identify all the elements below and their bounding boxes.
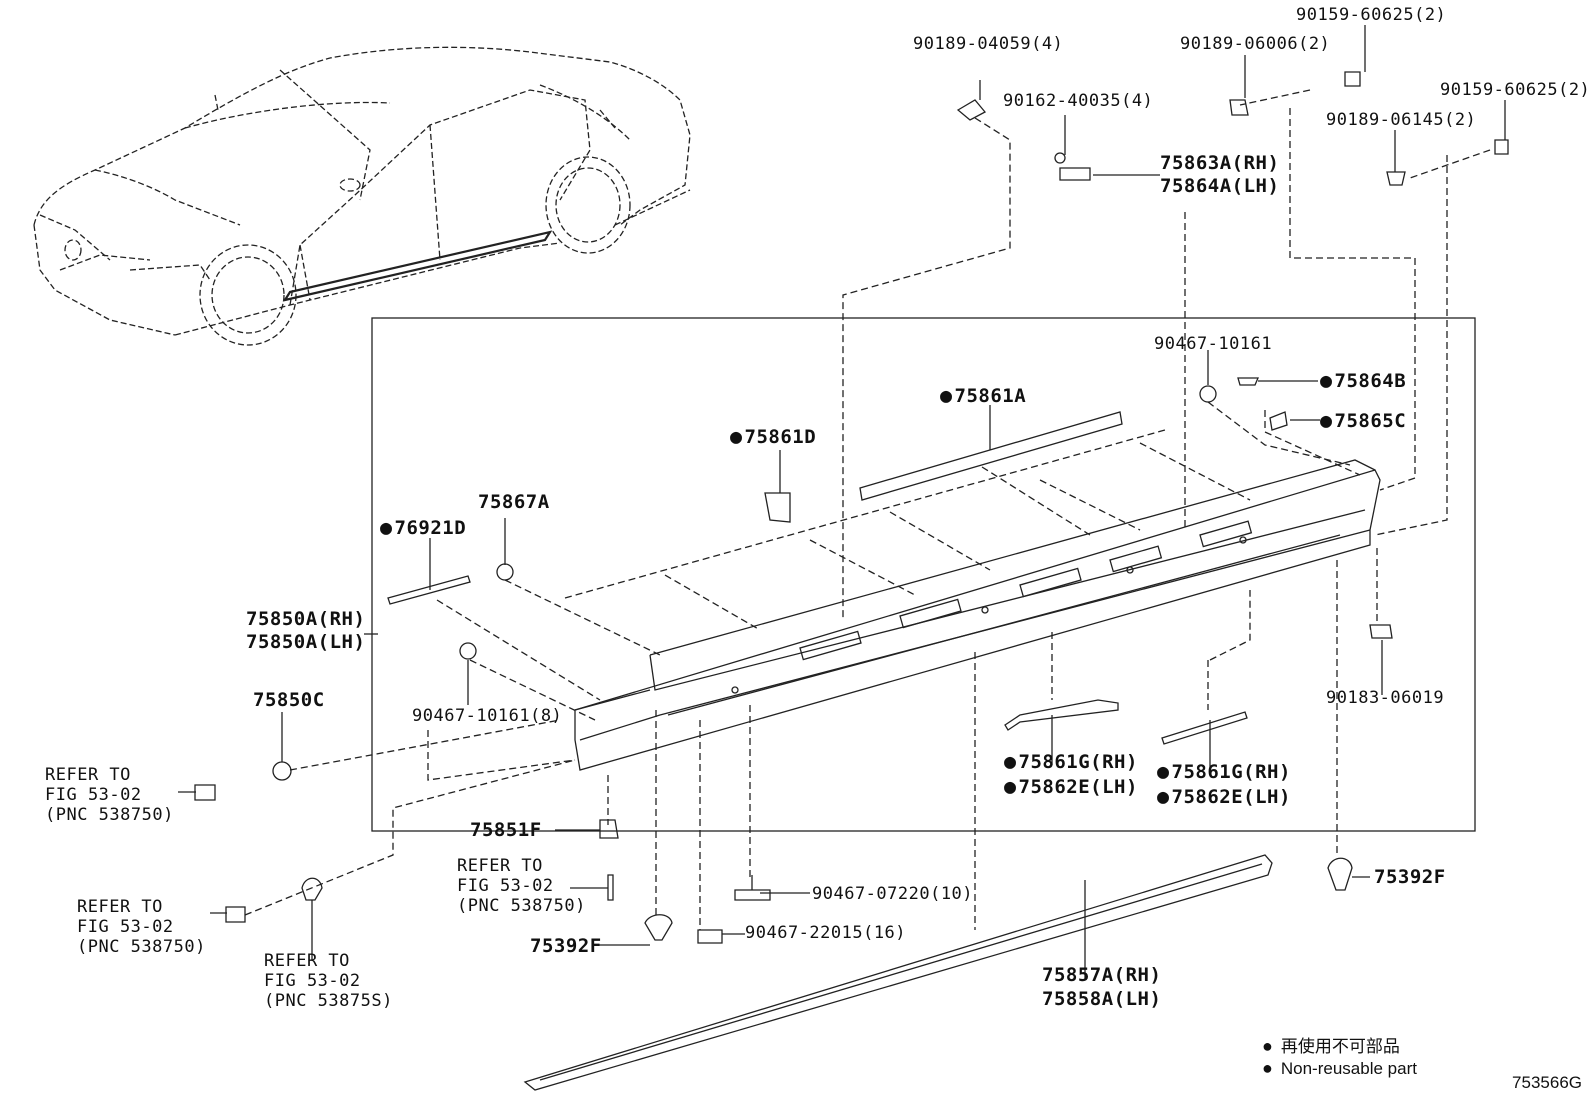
- label-75392F-right: 75392F: [1374, 866, 1446, 888]
- label-refer3-line1: REFER TO: [77, 897, 163, 917]
- label-90189-06006: 90189-06006(2): [1180, 34, 1331, 54]
- legend-en: ● Non-reusable part: [1262, 1058, 1417, 1079]
- leader-lines: [244, 89, 1491, 930]
- label-75860A-lh: 75850A(LH): [246, 631, 366, 653]
- label-75862E-lh-a: 75862E(LH): [1004, 775, 1138, 798]
- label-75861A: 75861A: [940, 384, 1026, 407]
- label-refer1-line2: FIG 53-02: [45, 785, 142, 805]
- label-90189-04059: 90189-04059(4): [913, 34, 1064, 54]
- label-90467-10161-8: 90467-10161(8): [412, 706, 563, 726]
- label-refer3-line2: FIG 53-02: [77, 917, 174, 937]
- label-75863A: 75863A(RH): [1160, 152, 1280, 174]
- label-refer4-line1: REFER TO: [264, 951, 350, 971]
- label-75861G-rh-b: 75861G(RH): [1157, 760, 1291, 783]
- legend-bullet-icon: ●: [1262, 1036, 1273, 1056]
- label-75858A-lh: 75858A(LH): [1042, 988, 1162, 1010]
- label-leaders: [178, 25, 1506, 980]
- label-90159-60625-right: 90159-60625(2): [1440, 80, 1591, 100]
- strip-75861A: [859, 411, 1123, 501]
- label-90467-07220: 90467-07220(10): [812, 884, 974, 904]
- label-refer2-line3: (PNC 538750): [457, 896, 586, 916]
- label-90467-22015: 90467-22015(16): [745, 923, 907, 943]
- lower-garnish: [523, 854, 1273, 1091]
- label-75864A: 75864A(LH): [1160, 175, 1280, 197]
- label-75867A: 75867A: [478, 491, 550, 513]
- legend-bullet-icon: ●: [1262, 1058, 1273, 1078]
- label-90467-10161: 90467-10161: [1154, 334, 1273, 354]
- label-75865C: 75865C: [1320, 409, 1406, 432]
- strip-75861G-b: [1161, 711, 1248, 745]
- fasteners: [194, 71, 1509, 944]
- label-75864B: 75864B: [1320, 369, 1406, 392]
- label-75851F: 75851F: [470, 819, 542, 841]
- label-75850C: 75850C: [253, 689, 325, 711]
- label-75850A-rh: 75850A(RH): [246, 608, 366, 630]
- label-refer4-line3: (PNC 53875S): [264, 991, 393, 1011]
- label-90159-60625-top: 90159-60625(2): [1296, 5, 1447, 25]
- car-illustration: [33, 46, 691, 346]
- label-refer2-line2: FIG 53-02: [457, 876, 554, 896]
- label-refer3-line3: (PNC 538750): [77, 937, 206, 957]
- label-90183-06019: 90183-06019: [1326, 688, 1445, 708]
- car-sill-highlight: [282, 230, 553, 302]
- label-refer1-line1: REFER TO: [45, 765, 131, 785]
- rocker-panel: [574, 459, 1381, 771]
- label-90162-40035: 90162-40035(4): [1003, 91, 1154, 111]
- label-refer4-line2: FIG 53-02: [264, 971, 361, 991]
- label-90189-06145: 90189-06145(2): [1326, 110, 1477, 130]
- label-76921D: 76921D: [380, 516, 466, 539]
- label-75862E-lh-b: 75862E(LH): [1157, 785, 1291, 808]
- figure-code: 753566G: [1512, 1073, 1582, 1092]
- label-75861D: 75861D: [730, 425, 816, 448]
- legend-en-text: Non-reusable part: [1280, 1059, 1417, 1078]
- strip-75861G-a: [1004, 699, 1119, 731]
- assembly-frame: [371, 317, 1476, 832]
- label-75857A-rh: 75857A(RH): [1042, 964, 1162, 986]
- strip-76921D: [387, 575, 471, 605]
- garnish-edge: [539, 863, 1263, 1081]
- legend-jp: ● 再使用不可部品: [1262, 1032, 1400, 1057]
- legend-jp-text: 再使用不可部品: [1280, 1037, 1400, 1056]
- label-75392F-left: 75392F: [530, 935, 602, 957]
- label-refer2-line1: REFER TO: [457, 856, 543, 876]
- label-75861G-rh-a: 75861G(RH): [1004, 750, 1138, 773]
- label-refer1-line3: (PNC 538750): [45, 805, 174, 825]
